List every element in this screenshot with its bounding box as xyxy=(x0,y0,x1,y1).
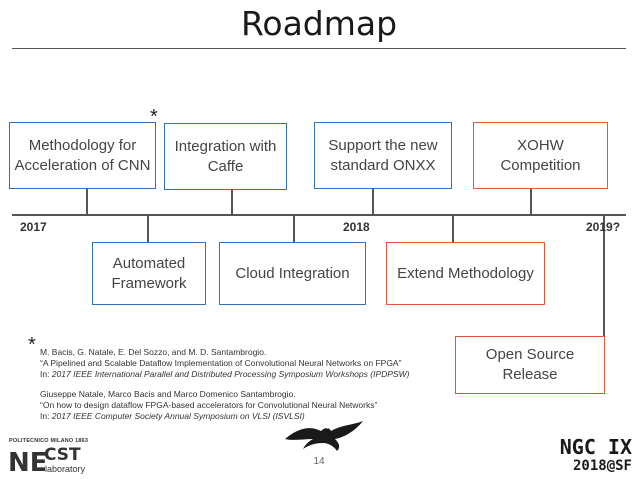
ngc-logo-title: NGC IX xyxy=(559,435,632,459)
footnote-star-refs: * xyxy=(28,334,36,356)
ngc-logo: NGC IX 2018@SF xyxy=(540,436,632,474)
connector-methodology xyxy=(86,189,88,215)
year-label-2019: 2019? xyxy=(586,220,621,234)
milestone-automated-framework: Automated Framework xyxy=(92,242,206,305)
milestone-cloud-integration: Cloud Integration xyxy=(219,242,366,305)
reference-venue-prefix: In: xyxy=(40,369,52,379)
year-label-2017: 2017 xyxy=(20,220,47,234)
reference-venue: 2017 IEEE Computer Society Annual Sympos… xyxy=(51,411,305,421)
milestone-label: Methodology for Acceleration of CNN xyxy=(14,136,151,174)
reference-venue-line: In: 2017 IEEE International Parallel and… xyxy=(40,369,460,380)
connector-caffe xyxy=(231,190,233,215)
eagle-logo-icon xyxy=(285,421,363,451)
reference-1: M. Bacis, G. Natale, E. Del Sozzo, and M… xyxy=(40,347,460,380)
ngc-logo-subtitle: 2018@SF xyxy=(572,458,632,474)
reference-venue: 2017 IEEE International Parallel and Dis… xyxy=(51,369,410,379)
timeline-axis xyxy=(12,214,626,216)
connector-cloud xyxy=(293,215,295,242)
milestone-label: Extend Methodology xyxy=(397,264,534,282)
reference-2: Giuseppe Natale, Marco Bacis and Marco D… xyxy=(40,389,460,422)
milestone-open-source: Open Source Release xyxy=(455,336,605,394)
reference-venue-line: In: 2017 IEEE Computer Society Annual Sy… xyxy=(40,411,460,422)
connector-extend xyxy=(452,215,454,242)
milestone-label: Support the new standard ONXX xyxy=(328,136,438,174)
year-label-2018: 2018 xyxy=(343,220,370,234)
milestone-xohw: XOHW Competition xyxy=(473,122,608,189)
necst-logo-ne: NE xyxy=(8,448,48,478)
title-divider xyxy=(12,48,626,49)
milestone-label: Open Source Release xyxy=(485,346,575,383)
connector-onxx xyxy=(372,189,374,215)
page-number: 14 xyxy=(313,456,325,467)
milestone-label: Integration with Caffe xyxy=(174,137,277,175)
reference-title: “A Pipelined and Scalable Dataflow Imple… xyxy=(40,358,402,368)
reference-authors: Giuseppe Natale, Marco Bacis and Marco D… xyxy=(40,389,296,399)
milestone-label: Cloud Integration xyxy=(235,264,350,282)
connector-xohw xyxy=(530,189,532,215)
necst-logo-cst: CST xyxy=(44,445,81,465)
polimi-logo: POLITECNICO MILANO 1863 xyxy=(9,438,89,444)
reference-venue-prefix: In: xyxy=(40,411,52,421)
reference-authors: M. Bacis, G. Natale, E. Del Sozzo, and M… xyxy=(40,347,267,357)
milestone-methodology: Methodology for Acceleration of CNN xyxy=(9,122,156,189)
footnote-star-top: * xyxy=(150,106,158,128)
connector-framework xyxy=(147,215,149,242)
milestone-label: XOHW Competition xyxy=(500,136,581,174)
reference-title: “On how to design dataflow FPGA-based ac… xyxy=(40,400,378,410)
connector-open-source xyxy=(603,215,605,336)
milestone-extend-methodology: Extend Methodology xyxy=(386,242,545,305)
necst-logo-laboratory: laboratory xyxy=(45,464,86,474)
slide-title: Roadmap xyxy=(240,4,398,43)
milestone-caffe: Integration with Caffe xyxy=(164,123,287,190)
milestone-label: Automated Framework xyxy=(111,254,187,292)
milestone-onxx: Support the new standard ONXX xyxy=(314,122,452,189)
